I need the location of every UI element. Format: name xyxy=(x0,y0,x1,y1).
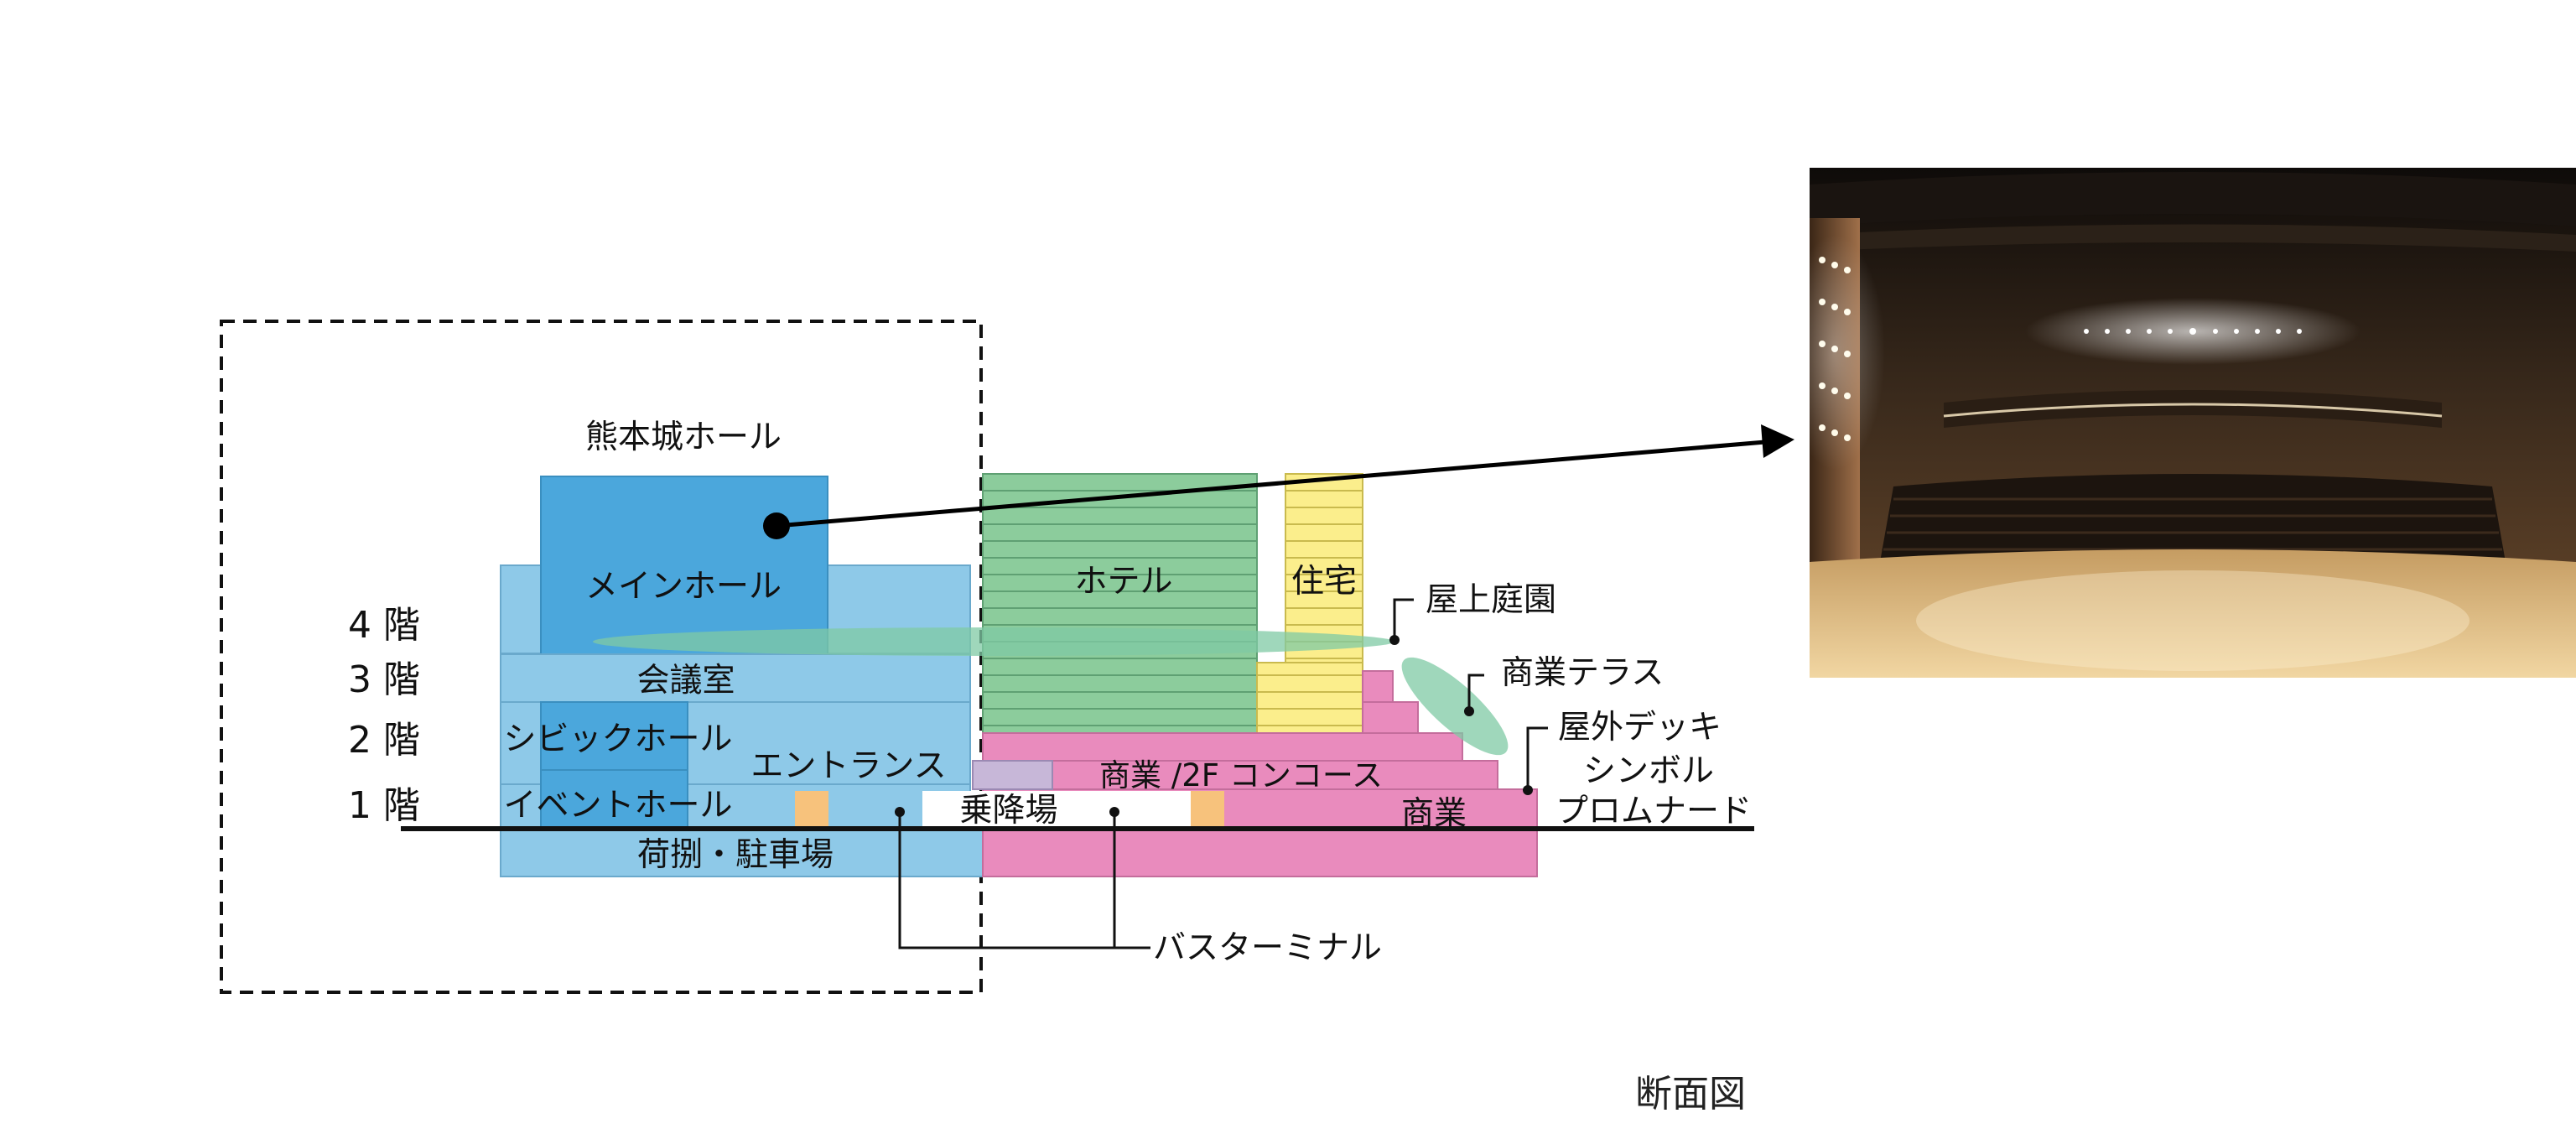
floor-label-4: 4 階 xyxy=(348,604,420,647)
boarding-marker-right xyxy=(1191,791,1224,830)
concourse-lavender-block xyxy=(972,760,1053,790)
diagram-title: 熊本城ホール xyxy=(585,419,782,456)
diagram-caption: 断面図 xyxy=(1635,1073,1746,1116)
main-hall-block xyxy=(540,476,828,655)
photo-arrow-line xyxy=(776,440,1766,528)
label-loading-parking: 荷捌・駐車場 xyxy=(637,836,834,874)
outdoor-deck-dot xyxy=(1523,785,1533,795)
conference-block xyxy=(500,653,971,703)
label-civic-hall: シビックホール xyxy=(503,720,732,758)
event-hall-dark-block xyxy=(540,769,688,831)
label-hotel: ホテル xyxy=(1074,563,1172,601)
callout-promenade: プロムナード xyxy=(1555,793,1752,830)
callout-bus-terminal: バスターミナル xyxy=(1153,929,1382,967)
boarding-marker-left xyxy=(795,791,828,830)
bus-terminal-dot-left xyxy=(895,807,905,817)
rooftop-garden-band xyxy=(593,627,1394,656)
label-conference: 会議室 xyxy=(636,662,735,700)
boarding-area xyxy=(922,791,1224,830)
label-entrance: エントランス xyxy=(750,747,946,785)
callout-outdoor-deck: 屋外デッキ xyxy=(1558,709,1722,746)
callout-commerce-terrace: 商業テラス xyxy=(1501,654,1664,692)
floor-label-2: 2 階 xyxy=(348,719,420,762)
label-commerce-concourse: 商業 /2F コンコース xyxy=(1099,757,1383,793)
callout-leaders xyxy=(1393,598,1548,790)
commerce-terrace-ellipse xyxy=(1401,657,1509,756)
bus-terminal-dot-right xyxy=(1109,807,1119,817)
label-boarding: 乗降場 xyxy=(959,792,1057,830)
label-event-hall: イベントホール xyxy=(503,787,732,824)
concert-hall-render xyxy=(1810,168,2576,678)
residence-block xyxy=(1256,473,1363,735)
label-main-hall: メインホール xyxy=(585,568,782,606)
callout-symbol: シンボル xyxy=(1583,752,1714,790)
commerce-terrace-dot xyxy=(1464,706,1474,716)
callout-rooftop-garden: 屋上庭園 xyxy=(1426,581,1556,619)
hotel-block xyxy=(982,473,1258,735)
label-commerce: 商業 xyxy=(1401,795,1467,833)
kumamoto-castle-hall-boundary xyxy=(220,320,983,994)
rooftop-garden-dot xyxy=(1389,635,1400,645)
label-residence: 住宅 xyxy=(1291,563,1357,601)
photo-arrow-head xyxy=(1761,424,1794,458)
floor-label-3: 3 階 xyxy=(348,658,420,701)
floor-label-1: 1 階 xyxy=(348,784,420,827)
concert-hall-photo xyxy=(1810,168,2576,678)
bus-terminal-leader xyxy=(898,812,1150,949)
